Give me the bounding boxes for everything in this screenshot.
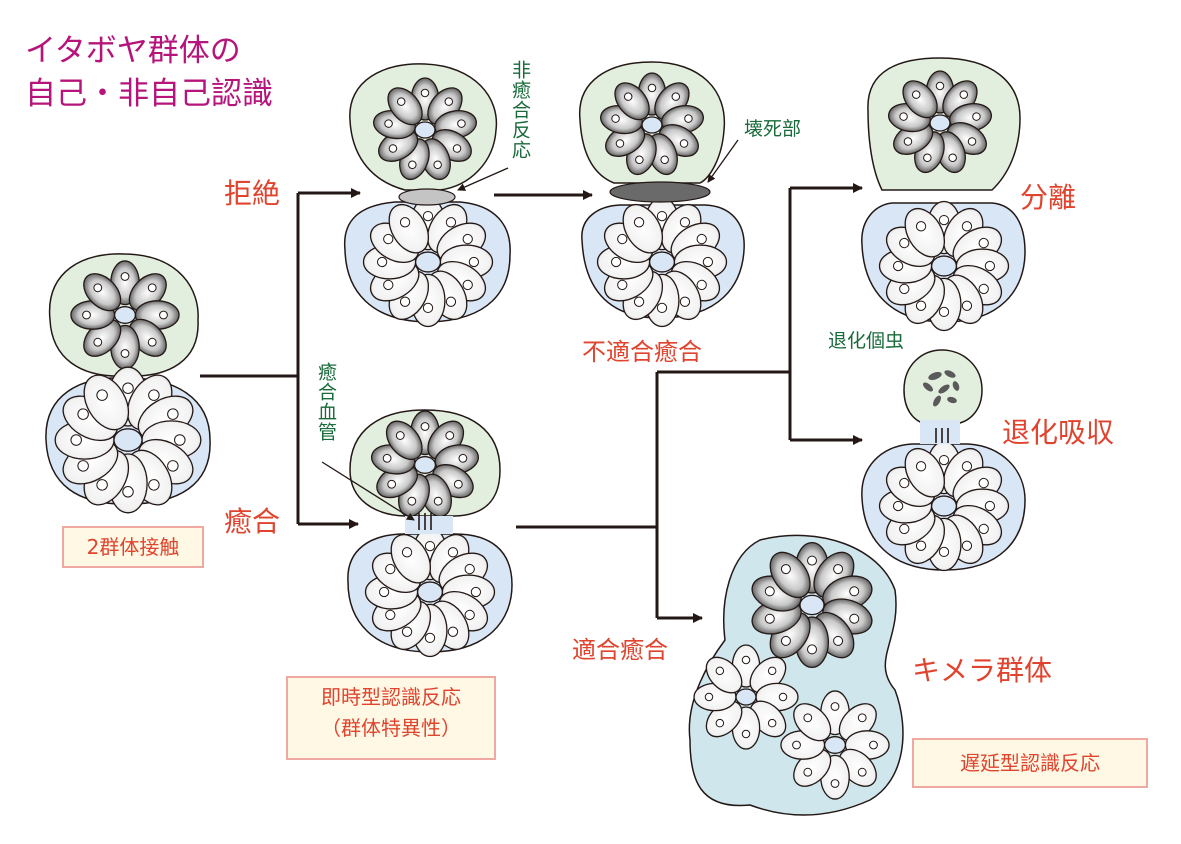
box-immediate-reaction: 即時型認識反応 （群体特異性） (286, 676, 496, 760)
zooid (390, 533, 432, 584)
common-cloaca (735, 688, 757, 706)
zooid (83, 273, 122, 312)
system-initial-bottom (54, 366, 202, 514)
box-contact: 2群体接触 (62, 526, 204, 568)
system-rejection-top (373, 77, 477, 181)
system-chimera-3 (780, 690, 890, 800)
zooid (705, 656, 743, 694)
title-line-2: 自己・非自己認識 (25, 76, 273, 112)
zooid (83, 374, 130, 431)
zooid (387, 87, 423, 126)
zooid (769, 551, 811, 599)
degenerated-zooids (923, 370, 960, 407)
label-chimera: キメラ群体 (912, 654, 1053, 687)
system-absorbing (878, 440, 1010, 572)
zooid (904, 447, 946, 498)
label-compatible-fusion: 適合癒合 (572, 636, 668, 664)
system-necrotic-top (600, 72, 704, 176)
label-regression-absorption: 退化吸収 (1002, 416, 1115, 449)
title-line-1: イタボヤ群体の (25, 33, 241, 69)
system-chimera-2 (693, 644, 799, 750)
common-cloaca (799, 594, 825, 616)
box-immediate-line-1: 即時型認識反応 (321, 685, 461, 709)
common-cloaca (414, 121, 436, 139)
common-cloaca (641, 116, 663, 134)
label-incompatible-fusion: 不適合癒合 (582, 338, 702, 366)
nonfusion-zone (398, 188, 456, 206)
common-cloaca (113, 306, 137, 324)
fusion-vessel-marks (418, 428, 949, 530)
system-chimera-1 (751, 541, 873, 669)
common-cloaca (823, 736, 847, 754)
zooid (614, 82, 650, 121)
annotation-nonfusion-reaction: 非癒合反応 (509, 60, 531, 160)
system-fusion-top (370, 410, 480, 518)
system-fusion-bottom (364, 526, 496, 658)
zooid (793, 703, 832, 742)
common-cloaca (416, 581, 444, 603)
zooid (904, 207, 946, 258)
annotation-necrotic-area: 壊死部 (744, 118, 802, 140)
common-cloaca (929, 114, 951, 132)
box-immediate-line-2: （群体特異性） (321, 716, 461, 740)
system-necrotic-bottom (596, 196, 728, 328)
necrosis-pointer (707, 139, 739, 183)
absorption-bridge (920, 420, 960, 444)
vessel-pointer (321, 461, 415, 521)
common-cloaca (413, 456, 437, 474)
box-delayed-reaction: 遅延型認識反応 (912, 738, 1148, 788)
common-cloaca (648, 251, 676, 273)
zooid (622, 203, 664, 254)
nonfusion-pointer (457, 167, 509, 191)
system-rejection-bottom (362, 196, 494, 328)
system-initial-top (70, 260, 180, 370)
common-cloaca (930, 495, 958, 517)
common-cloaca (930, 255, 958, 277)
flow-arrows (200, 183, 863, 623)
system-separated-bottom (878, 200, 1010, 332)
zooid (385, 420, 423, 461)
common-cloaca (113, 428, 143, 452)
necrotic-zone (609, 181, 711, 203)
label-rejection: 拒絶 (224, 177, 281, 210)
label-separation: 分離 (1020, 181, 1077, 214)
annotation-fusion-vessel: 癒合血管 (315, 362, 337, 442)
common-cloaca (414, 251, 442, 273)
zooid (388, 203, 430, 254)
zooid (902, 80, 938, 119)
system-separated-top (888, 70, 992, 174)
label-fusion: 癒合 (224, 505, 281, 538)
annotation-degenerated-zooids: 退化個虫 (828, 330, 905, 352)
fusion-bridge (405, 516, 453, 534)
